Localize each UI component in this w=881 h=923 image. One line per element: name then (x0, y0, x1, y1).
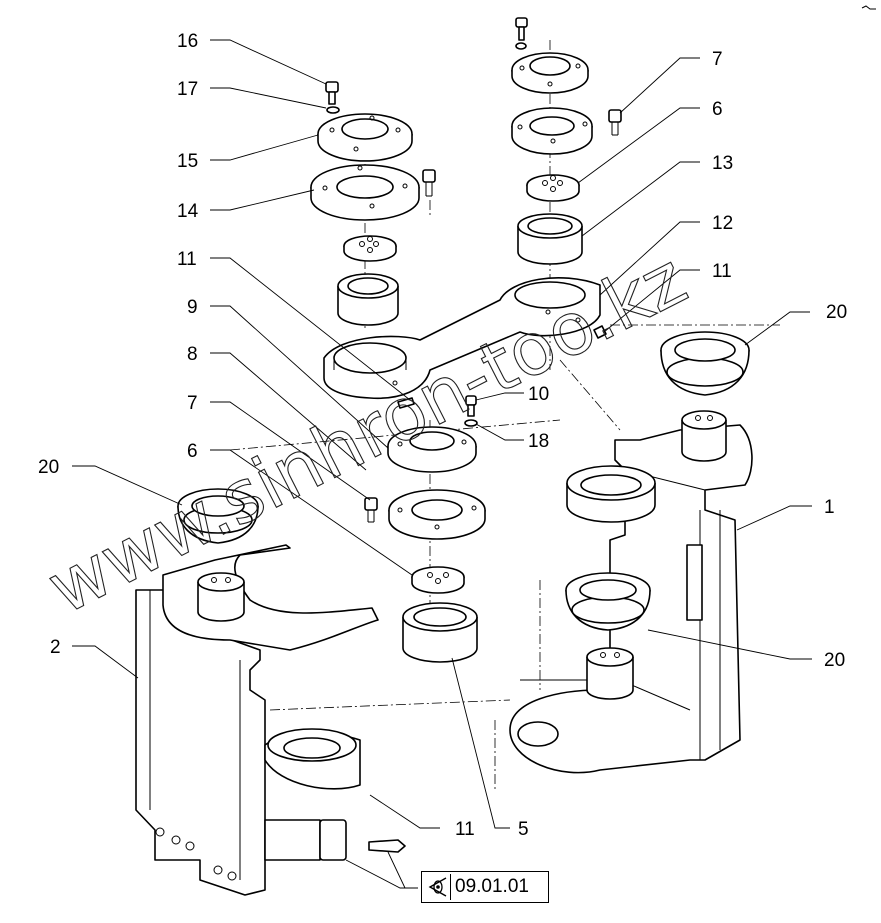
callout-8: 8 (187, 344, 198, 365)
callout-9: 9 (187, 297, 198, 318)
bolt-10 (465, 395, 477, 417)
washer-18 (464, 419, 478, 427)
cover-right-top (511, 52, 589, 94)
plate-left-upper (343, 235, 397, 262)
callout-18: 18 (528, 431, 549, 452)
callout-12: 12 (712, 213, 733, 234)
leader-lines (72, 39, 812, 889)
arm-12 (323, 277, 601, 400)
frame-2 (135, 544, 406, 896)
plate-6-middle (411, 566, 465, 594)
cover-15 (317, 113, 413, 162)
eye-icon (424, 874, 451, 900)
callout-11-right: 11 (712, 261, 732, 282)
plate-6-right (526, 174, 580, 202)
callout-5: 5 (518, 819, 529, 840)
bearing-13 (517, 213, 583, 265)
flange-8 (388, 489, 486, 540)
corner-mark (861, 5, 876, 10)
callout-labels: 16 17 15 14 11 9 8 7 6 20 2 7 6 13 12 11… (38, 31, 847, 840)
callout-17: 17 (177, 79, 198, 100)
shaft-right-top (681, 410, 727, 462)
cover-9 (387, 426, 477, 473)
callout-14: 14 (177, 201, 199, 222)
bearing-left-upper (337, 273, 399, 326)
ring-right-mid (566, 465, 656, 523)
flange-right (511, 107, 593, 155)
callout-6-right: 6 (712, 99, 723, 120)
callout-20-upper-right: 20 (826, 302, 847, 323)
seal-20-lower-right (565, 572, 651, 631)
flange-14 (310, 164, 420, 221)
screw-11-middle (397, 397, 415, 409)
callout-1: 1 (824, 497, 835, 518)
screw-left-upper (422, 169, 436, 197)
screw-7-middle (364, 497, 378, 523)
callout-16: 16 (177, 31, 198, 52)
shaft-left (197, 572, 245, 622)
seal-20-left (177, 488, 259, 544)
callout-6-left: 6 (187, 441, 198, 462)
reference-box[interactable]: 09.01.01 (421, 871, 549, 903)
callout-13: 13 (712, 153, 733, 174)
callout-7-right: 7 (712, 49, 723, 70)
callout-2: 2 (50, 637, 61, 658)
screw-7-right (608, 109, 622, 136)
bearing-5 (402, 602, 478, 663)
bolt-right-top (515, 17, 528, 50)
screw-11-right (593, 325, 607, 339)
bolt-16 (325, 81, 339, 105)
shaft-right-bottom (586, 647, 634, 700)
callout-10: 10 (528, 384, 549, 405)
callout-20-left: 20 (38, 457, 59, 478)
callout-11-bottom: 11 (455, 819, 475, 840)
callout-15: 15 (177, 151, 198, 172)
seal-20-upper-right (660, 331, 750, 396)
callout-20-lower-right: 20 (824, 650, 845, 671)
callout-7-left: 7 (187, 393, 198, 414)
washer-17 (326, 106, 340, 114)
callout-11-left: 11 (177, 249, 197, 270)
reference-label: 09.01.01 (455, 876, 529, 897)
